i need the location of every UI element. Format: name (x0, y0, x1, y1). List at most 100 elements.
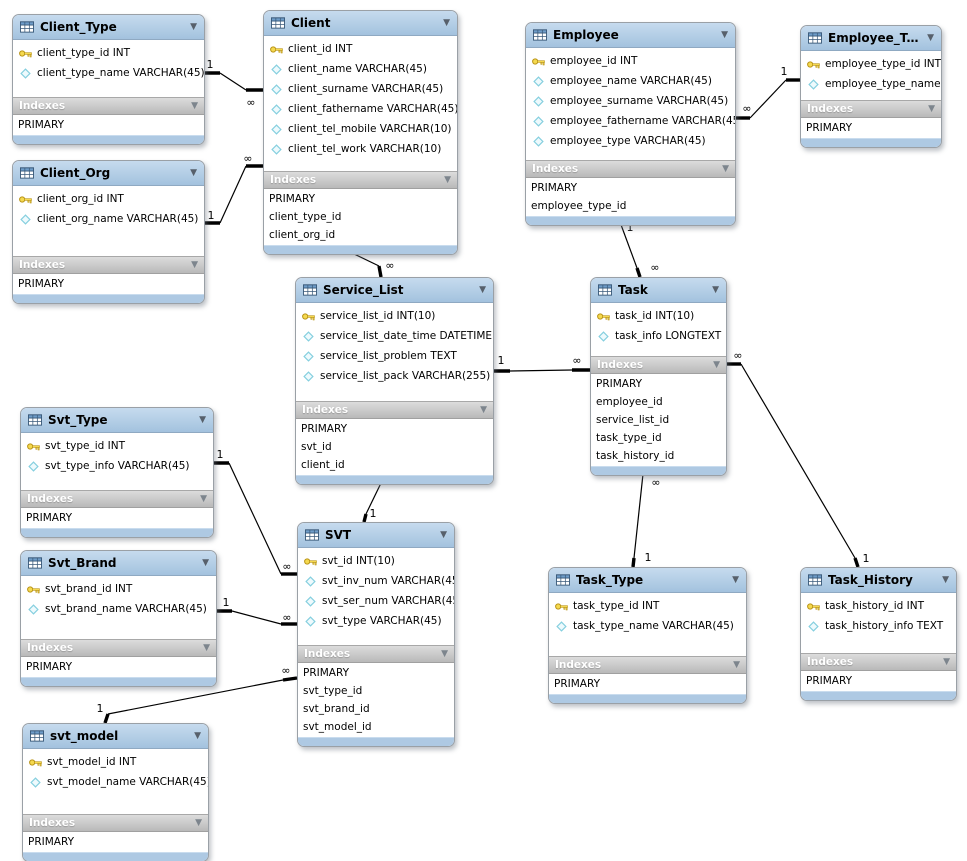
relationship-Svt_Brand-SVT[interactable]: 1∞ (215, 596, 297, 626)
column-row[interactable]: client_fathername VARCHAR(45) (264, 99, 457, 119)
column-row[interactable]: task_type_id INT (549, 596, 746, 616)
collapse-arrow-icon[interactable]: ▼ (928, 103, 935, 114)
index-row[interactable]: employee_type_id (531, 200, 627, 212)
collapse-arrow-icon[interactable]: ▼ (712, 284, 719, 295)
column-row[interactable]: svt_ser_num VARCHAR(45) (298, 591, 454, 611)
index-row[interactable]: PRIMARY (806, 675, 853, 687)
column-row[interactable]: svt_type_info VARCHAR(45) (21, 456, 213, 476)
table-header[interactable]: Task_Type▼ (549, 568, 746, 593)
collapse-arrow-icon[interactable]: ▼ (440, 529, 447, 540)
collapse-arrow-icon[interactable]: ▼ (733, 659, 740, 670)
indexes-header[interactable]: Indexes▼ (298, 645, 454, 663)
collapse-arrow-icon[interactable]: ▼ (195, 817, 202, 828)
collapse-arrow-icon[interactable]: ▼ (480, 404, 487, 415)
relationship-line-segment[interactable] (231, 610, 282, 625)
table-header[interactable]: Svt_Type▼ (21, 408, 213, 433)
collapse-arrow-icon[interactable]: ▼ (191, 100, 198, 111)
column-row[interactable]: svt_type VARCHAR(45) (298, 611, 454, 631)
column-row[interactable]: employee_name VARCHAR(45) (526, 71, 735, 91)
column-row[interactable]: svt_inv_num VARCHAR(45) (298, 571, 454, 591)
collapse-arrow-icon[interactable]: ▼ (721, 29, 728, 40)
relationship-line-segment[interactable] (282, 676, 298, 682)
relationship-line-segment[interactable] (749, 79, 787, 119)
collapse-arrow-icon[interactable]: ▼ (722, 163, 729, 174)
column-row[interactable]: service_list_date_time DATETIME (296, 326, 493, 346)
collapse-arrow-icon[interactable]: ▼ (713, 359, 720, 370)
column-row[interactable]: employee_id INT (526, 51, 735, 71)
relationship-line-segment[interactable] (219, 72, 247, 91)
index-row[interactable]: PRIMARY (26, 512, 73, 524)
indexes-header[interactable]: Indexes▼ (801, 653, 956, 671)
index-row[interactable]: PRIMARY (303, 667, 350, 679)
column-row[interactable]: client_org_name VARCHAR(45) (13, 209, 204, 229)
indexes-header[interactable]: Indexes▼ (21, 490, 213, 508)
relationship-line-segment[interactable] (228, 462, 282, 575)
column-row[interactable]: client_type_name VARCHAR(45) (13, 63, 204, 83)
indexes-header[interactable]: Indexes▼ (13, 97, 204, 115)
table-header[interactable]: Svt_Brand▼ (21, 551, 216, 576)
relationship-Employee_Type-Employee[interactable]: 1∞ (734, 65, 800, 120)
collapse-arrow-icon[interactable]: ▼ (732, 574, 739, 585)
relationship-line-segment[interactable] (219, 165, 247, 224)
collapse-arrow-icon[interactable]: ▼ (200, 493, 207, 504)
table-header[interactable]: Service_List▼ (296, 278, 493, 303)
column-row[interactable]: svt_type_id INT (21, 436, 213, 456)
index-row[interactable]: svt_model_id (303, 721, 372, 733)
relationship-svt_model-SVT[interactable]: 1∞ (97, 664, 298, 724)
table-header[interactable]: SVT▼ (298, 523, 454, 548)
table-Service_List[interactable]: Service_List▼service_list_id INT(10)serv… (295, 277, 494, 485)
indexes-header[interactable]: Indexes▼ (23, 814, 208, 832)
index-row[interactable]: PRIMARY (18, 278, 65, 290)
indexes-header[interactable]: Indexes▼ (21, 639, 216, 657)
relationship-line-segment[interactable] (377, 265, 383, 278)
index-row[interactable]: PRIMARY (28, 836, 75, 848)
relationship-Client_Type-Client[interactable]: 1∞ (203, 58, 263, 109)
indexes-header[interactable]: Indexes▼ (526, 160, 735, 178)
collapse-arrow-icon[interactable]: ▼ (444, 174, 451, 185)
index-row[interactable]: PRIMARY (269, 193, 316, 205)
collapse-arrow-icon[interactable]: ▼ (942, 574, 949, 585)
column-row[interactable]: client_type_id INT (13, 43, 204, 63)
relationship-Svt_Type-SVT[interactable]: 1∞ (212, 448, 297, 576)
collapse-arrow-icon[interactable]: ▼ (203, 642, 210, 653)
collapse-arrow-icon[interactable]: ▼ (441, 648, 448, 659)
index-row[interactable]: task_type_id (596, 432, 662, 444)
column-row[interactable]: task_history_id INT (801, 596, 956, 616)
column-row[interactable]: client_org_id INT (13, 189, 204, 209)
column-row[interactable]: service_list_id INT(10) (296, 306, 493, 326)
collapse-arrow-icon[interactable]: ▼ (443, 17, 450, 28)
column-row[interactable]: client_id INT (264, 39, 457, 59)
indexes-header[interactable]: Indexes▼ (549, 656, 746, 674)
collapse-arrow-icon[interactable]: ▼ (199, 414, 206, 425)
collapse-arrow-icon[interactable]: ▼ (202, 557, 209, 568)
index-row[interactable]: PRIMARY (18, 119, 65, 131)
column-row[interactable]: service_list_pack VARCHAR(255) (296, 366, 493, 386)
index-row[interactable]: svt_type_id (303, 685, 363, 697)
column-row[interactable]: employee_fathername VARCHAR(45) (526, 111, 735, 131)
column-row[interactable]: svt_model_name VARCHAR(45) (23, 772, 208, 792)
index-row[interactable]: PRIMARY (806, 122, 853, 134)
index-row[interactable]: client_id (301, 459, 345, 471)
relationship-Task_Type-Task[interactable]: 1∞ (631, 465, 661, 568)
column-row[interactable]: client_name VARCHAR(45) (264, 59, 457, 79)
collapse-arrow-icon[interactable]: ▼ (194, 730, 201, 741)
relationship-Client_Org-Client[interactable]: 1∞ (203, 152, 263, 225)
index-row[interactable]: PRIMARY (301, 423, 348, 435)
index-row[interactable]: PRIMARY (596, 378, 643, 390)
table-header[interactable]: Task▼ (591, 278, 726, 303)
column-row[interactable]: task_history_info TEXT (801, 616, 956, 636)
index-row[interactable]: PRIMARY (531, 182, 578, 194)
index-row[interactable]: client_type_id (269, 211, 342, 223)
indexes-header[interactable]: Indexes▼ (296, 401, 493, 419)
relationship-line-segment[interactable] (633, 473, 644, 559)
column-row[interactable]: svt_brand_name VARCHAR(45) (21, 599, 216, 619)
column-row[interactable]: employee_type_id INT (801, 54, 941, 74)
relationship-Task_History-Task[interactable]: 1∞ (725, 349, 870, 568)
collapse-arrow-icon[interactable]: ▼ (191, 259, 198, 270)
collapse-arrow-icon[interactable]: ▼ (927, 32, 934, 43)
